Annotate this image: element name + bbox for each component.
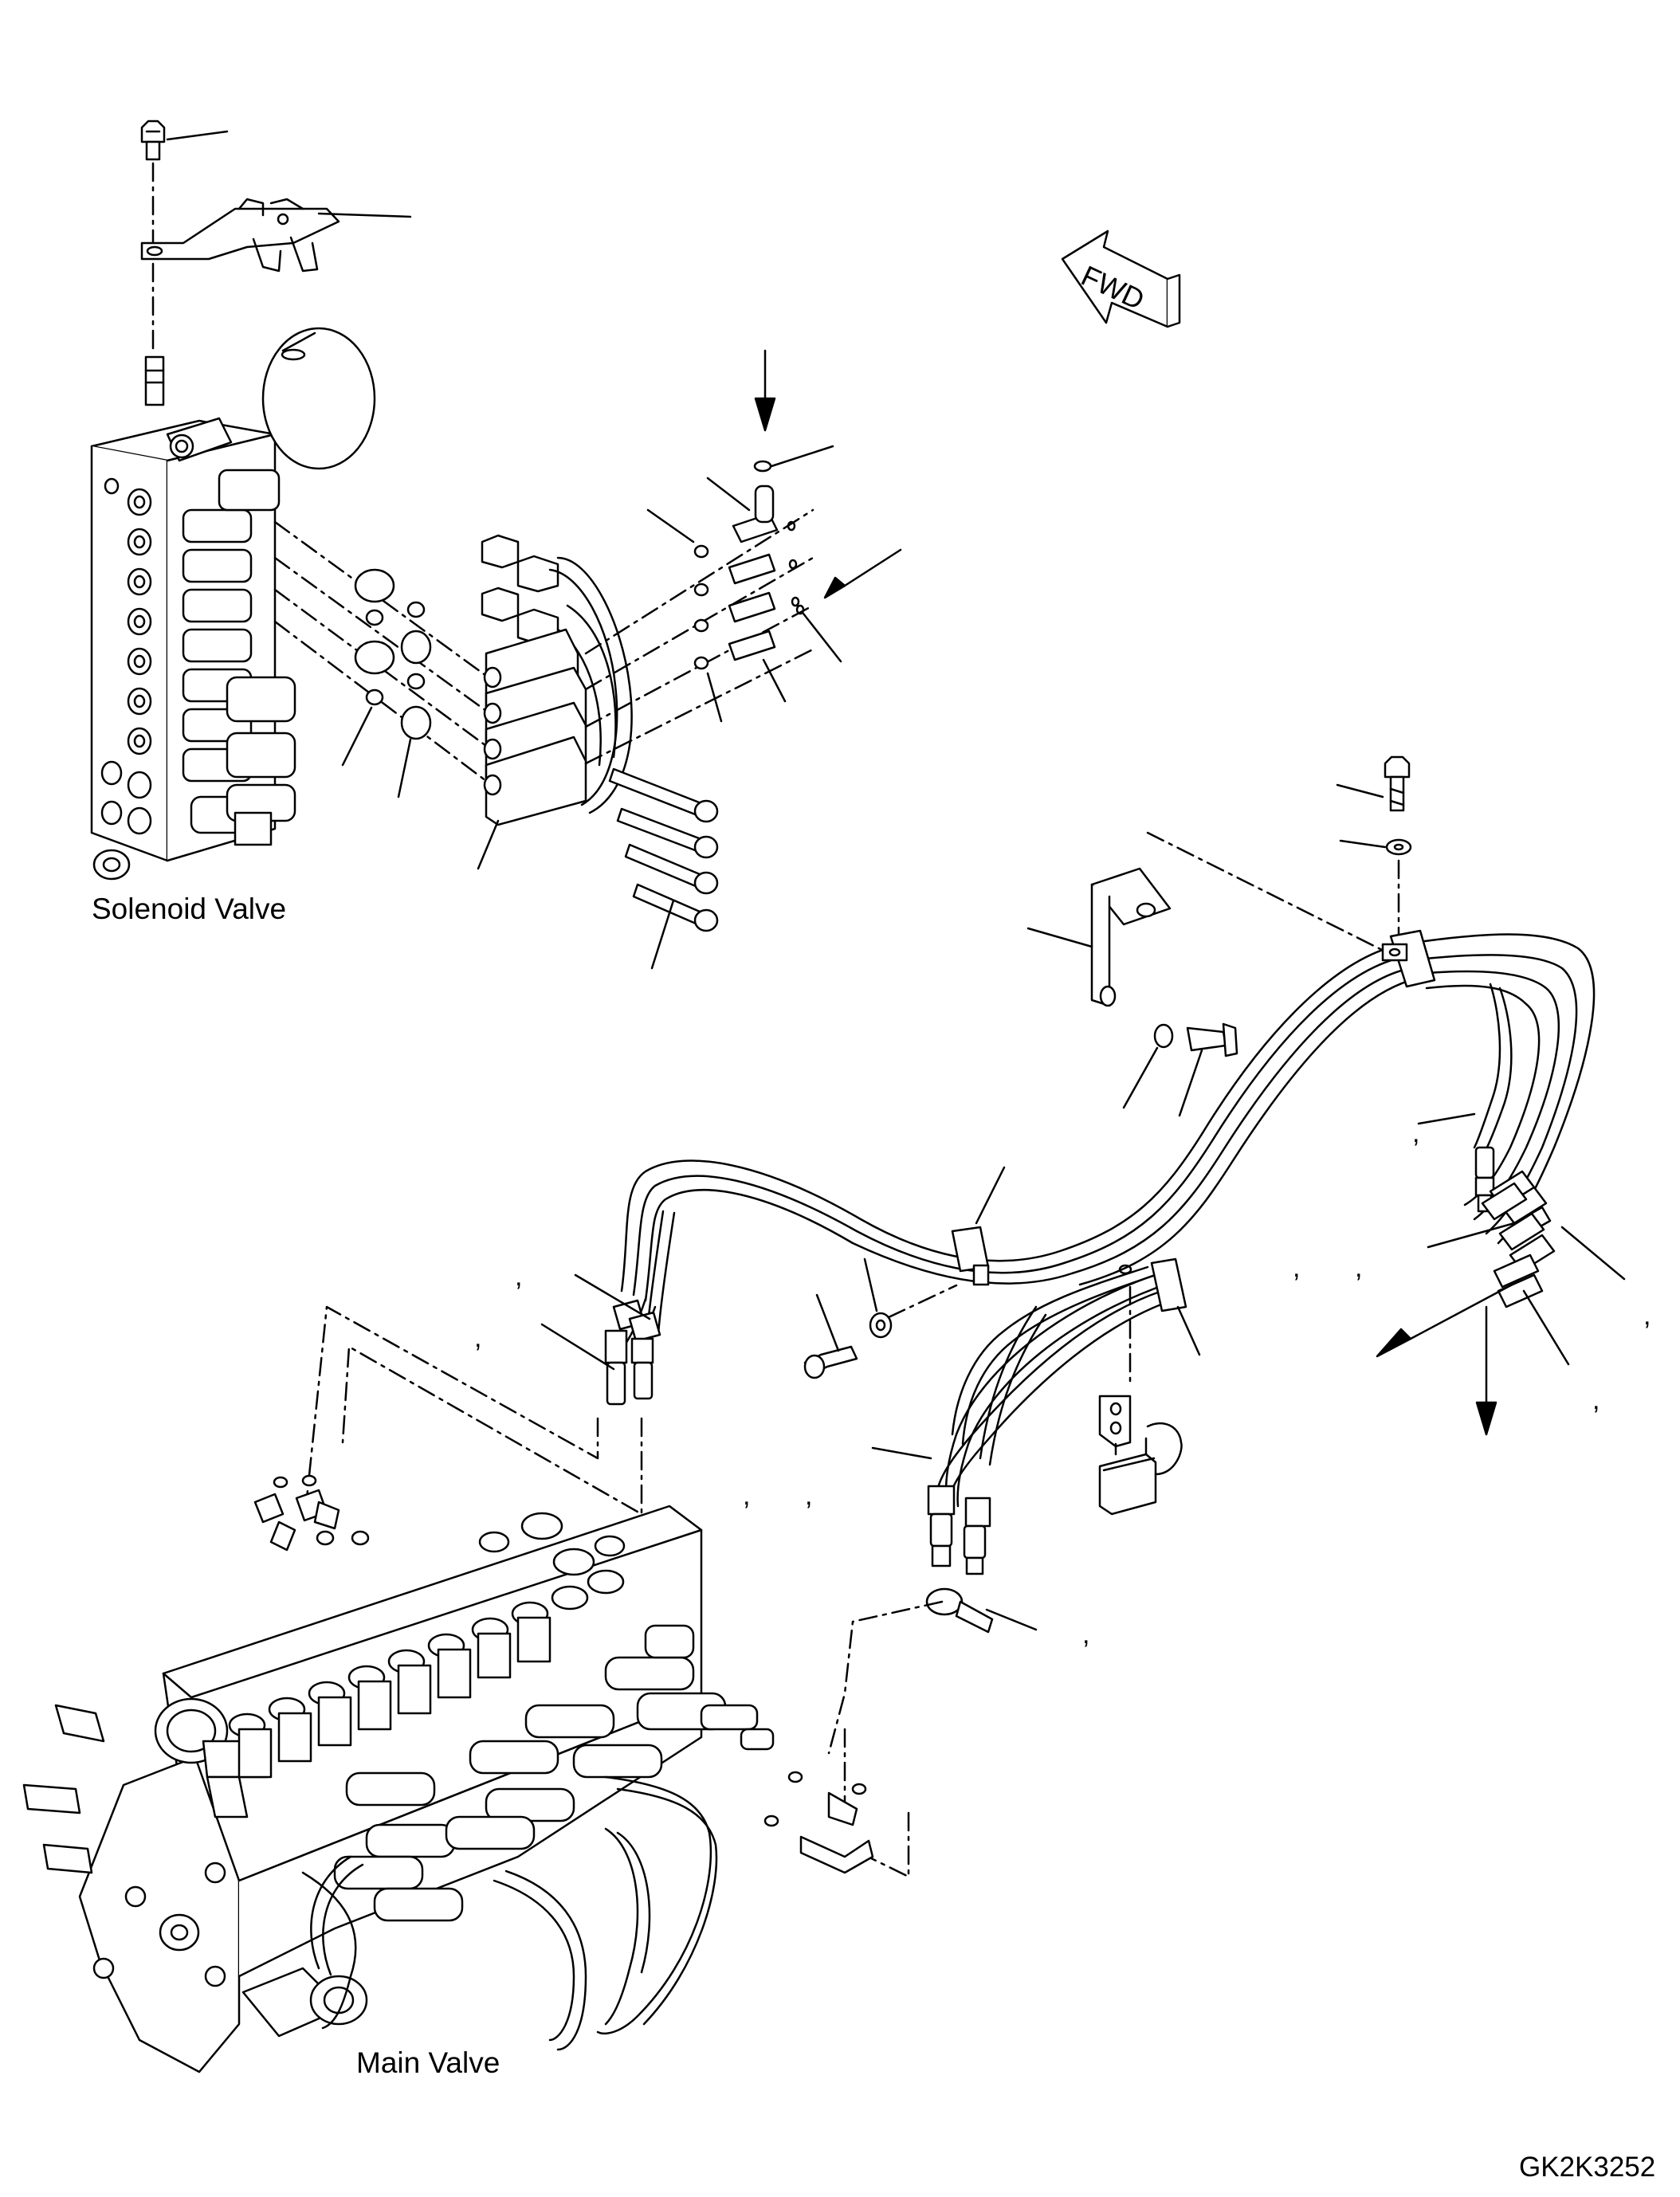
- l-bracket: [1026, 867, 1238, 1117]
- callout-comma: ,: [1355, 1253, 1363, 1283]
- callout-comma: ,: [743, 1481, 751, 1511]
- callout-comma: ,: [1412, 1118, 1420, 1148]
- callout-comma: ,: [515, 1261, 523, 1292]
- callout-comma: ,: [1643, 1301, 1651, 1331]
- bracket-leader: [1146, 831, 1388, 954]
- drawing-code: GK2K3252: [1519, 2152, 1656, 2183]
- port-fittings: [646, 349, 902, 723]
- callout-comma: ,: [1293, 1253, 1301, 1283]
- callout-comma: ,: [805, 1481, 813, 1511]
- callout-comma: ,: [1082, 1619, 1090, 1650]
- hose-end-fittings: [540, 1112, 1626, 1634]
- main-valve-body: [22, 1474, 874, 2073]
- right-bolt: [1336, 755, 1412, 856]
- clamp-bolt: [803, 1257, 958, 1379]
- main-valve-label: Main Valve: [356, 2046, 500, 2079]
- top-bracket: [140, 198, 412, 273]
- top-bolt: [140, 120, 229, 161]
- solenoid-valve-block: [90, 327, 376, 881]
- solenoid-harness: [477, 534, 633, 870]
- main-valve-leaders: [305, 1305, 944, 1878]
- harness-leaders: [584, 508, 814, 765]
- pressure-sensor: [1098, 1285, 1183, 1516]
- hose-clamps: [951, 929, 1436, 1356]
- fwd-arrow-icon: [1061, 230, 1181, 328]
- o-rings: [341, 568, 432, 798]
- callout-comma: ,: [474, 1323, 482, 1353]
- socket-bolts: [608, 767, 719, 970]
- solenoid-leaders: [273, 520, 488, 783]
- callout-comma: ,: [1592, 1385, 1600, 1415]
- solenoid-valve-label: Solenoid Valve: [92, 893, 287, 925]
- hose-direction-arrows: [1376, 1280, 1520, 1436]
